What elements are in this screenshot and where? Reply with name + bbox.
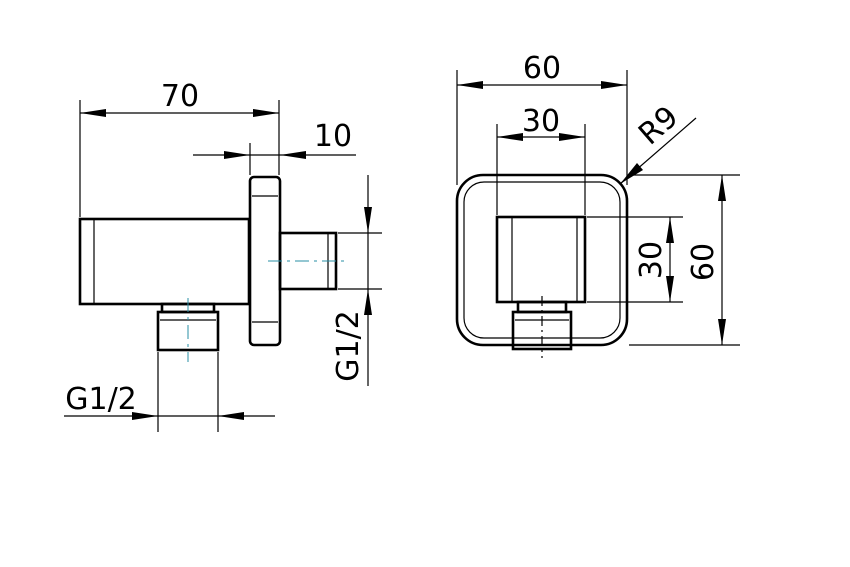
dimension-height: 60: [686, 243, 721, 281]
front-view: 60 30 R9 30 60: [455, 51, 740, 358]
dimension-width: 60: [523, 51, 561, 86]
dimension-inner-width: 30: [522, 104, 560, 139]
dimension-corner-radius: R9: [632, 100, 685, 153]
dimension-overall-length: 70: [161, 79, 199, 114]
body-square: [495, 215, 587, 304]
side-view: 70 10 G1/2 G1/2: [64, 79, 382, 432]
arrowhead: [218, 412, 244, 420]
arrowhead: [364, 289, 372, 315]
arrowhead: [80, 109, 106, 117]
arrowhead: [253, 109, 279, 117]
arrowhead: [718, 175, 726, 201]
arrowhead: [666, 276, 674, 302]
arrowhead: [718, 319, 726, 345]
arrowhead: [666, 217, 674, 243]
arrowhead: [601, 81, 627, 89]
arrowhead: [364, 207, 372, 233]
dimension-flange-thickness: 10: [314, 119, 352, 154]
arrowhead: [280, 151, 306, 159]
arrowhead: [620, 163, 643, 184]
arrowhead: [497, 133, 523, 141]
plate-inner-edge: [463, 181, 621, 339]
dimension-outlet-thread: G1/2: [331, 310, 366, 382]
arrowhead: [457, 81, 483, 89]
arrowhead: [132, 412, 158, 420]
body-outline: [78, 217, 251, 306]
arrowhead: [559, 133, 585, 141]
arrowhead: [224, 151, 250, 159]
dimension-inner-height: 30: [634, 241, 669, 279]
dimension-inlet-thread: G1/2: [65, 382, 137, 417]
